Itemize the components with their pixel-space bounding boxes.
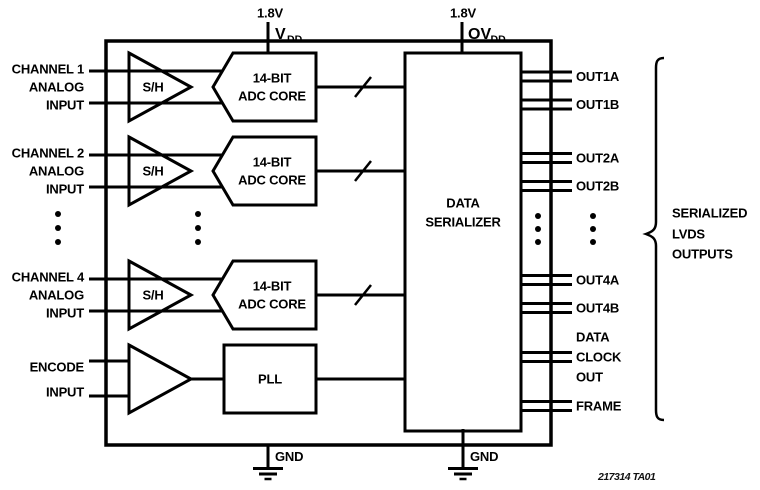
- channel-1-sample-hold-amp: [127, 50, 195, 124]
- ellipsis-dot: [590, 239, 596, 245]
- channel-1-adc-label-line2: ADC CORE: [238, 89, 306, 104]
- ellipsis-dot: [535, 226, 541, 232]
- data-serializer: DATA SERIALIZER: [403, 51, 523, 433]
- channel-2-adc-label-line2: ADC CORE: [238, 173, 306, 188]
- ovdd-pin-label: OV: [468, 26, 491, 43]
- lvds-outputs: OUT1A OUT1B OUT2A OUT2B OUT4A OUT4B DATA…: [521, 69, 622, 414]
- ground-left: GND: [253, 443, 303, 481]
- channel-1-label-line2: ANALOG: [29, 80, 84, 95]
- channel-1: CHANNEL 1 ANALOG INPUT S/H 14-BIT ADC CO…: [12, 50, 405, 124]
- channel-2-label-line1: CHANNEL 2: [12, 146, 84, 161]
- ellipsis-dot: [55, 225, 61, 231]
- ground-right: GND: [448, 429, 498, 481]
- out4a-label: OUT4A: [576, 273, 620, 288]
- vdd-pin-label: V: [275, 26, 286, 43]
- channel-4-adc-label-line1: 14-BIT: [253, 279, 292, 294]
- data-serializer-block: [403, 51, 523, 433]
- ground-right-label: GND: [470, 449, 498, 464]
- channel-1-amp-label: S/H: [142, 80, 163, 95]
- vdd-pin-subscript: DD: [287, 34, 303, 46]
- channel-2-adc-label-line1: 14-BIT: [253, 155, 292, 170]
- ovdd-voltage-label: 1.8V: [450, 6, 476, 21]
- out1a-label: OUT1A: [576, 69, 620, 84]
- ellipsis-dot: [55, 211, 61, 217]
- channel-4-label-line1: CHANNEL 4: [12, 270, 85, 285]
- outputs-group: SERIALIZED LVDS OUTPUTS: [642, 56, 747, 422]
- encode-buffer-amp: [127, 342, 195, 416]
- outputs-group-label-line1: SERIALIZED: [672, 206, 747, 221]
- ellipsis-dot: [535, 213, 541, 219]
- data-clock-label-line3: OUT: [576, 370, 603, 385]
- outputs-brace: [642, 56, 665, 422]
- out1b-label: OUT1B: [576, 97, 619, 112]
- channel-4-amp-label: S/H: [142, 288, 163, 303]
- ellipsis-dot: [195, 225, 201, 231]
- channel-4-adc-core-block: [211, 259, 318, 331]
- out2a-label: OUT2A: [576, 151, 620, 166]
- out4b-label: OUT4B: [576, 301, 619, 316]
- figure-id: 217314 TA01: [597, 471, 656, 483]
- ellipsis-dot: [590, 213, 596, 219]
- out2b-label: OUT2B: [576, 179, 619, 194]
- channel-4: CHANNEL 4 ANALOG INPUT S/H 14-BIT ADC CO…: [12, 258, 405, 332]
- pll-label: PLL: [258, 372, 282, 387]
- ellipsis-dot: [590, 226, 596, 232]
- outputs-group-label-line2: LVDS: [672, 227, 705, 242]
- ellipsis-dot: [195, 211, 201, 217]
- channel-2-label-line2: ANALOG: [29, 164, 84, 179]
- encode-label-line1: ENCODE: [30, 360, 85, 375]
- channel-4-adc-label-line2: ADC CORE: [238, 297, 306, 312]
- channel-1-bus-slash: [354, 76, 372, 98]
- data-clock-label-line2: CLOCK: [576, 350, 622, 365]
- channel-2-sample-hold-amp: [127, 134, 195, 208]
- channel-4-bus-slash: [354, 284, 372, 306]
- channel-4-label-line2: ANALOG: [29, 288, 84, 303]
- serializer-label-line1: DATA: [446, 196, 480, 211]
- channel-1-adc-core-block: [211, 51, 318, 123]
- ellipsis-dot: [55, 239, 61, 245]
- serializer-label-line2: SERIALIZER: [425, 215, 501, 230]
- encode-label-line2: INPUT: [46, 385, 84, 400]
- channel-1-adc-label-line1: 14-BIT: [253, 71, 292, 86]
- ovdd-supply: 1.8V OV DD: [450, 6, 507, 56]
- channel-2-label-line3: INPUT: [46, 182, 84, 197]
- ovdd-pin-subscript: DD: [491, 34, 507, 46]
- channel-2-bus-slash: [354, 160, 372, 182]
- channel-1-label-line3: INPUT: [46, 98, 84, 113]
- channel-ellipsis-dots: [55, 211, 596, 245]
- ellipsis-dot: [535, 239, 541, 245]
- vdd-supply: 1.8V V DD: [257, 6, 303, 56]
- encode-row: ENCODE INPUT PLL: [30, 342, 405, 416]
- ellipsis-dot: [195, 239, 201, 245]
- channel-1-label-line1: CHANNEL 1: [12, 62, 84, 77]
- frame-label: FRAME: [576, 399, 622, 414]
- channel-2-adc-core-block: [211, 135, 318, 207]
- outputs-group-label-line3: OUTPUTS: [672, 247, 733, 262]
- vdd-voltage-label: 1.8V: [257, 6, 283, 21]
- ground-left-label: GND: [275, 449, 303, 464]
- channel-4-sample-hold-amp: [127, 258, 195, 332]
- channel-2: CHANNEL 2 ANALOG INPUT S/H 14-BIT ADC CO…: [12, 134, 405, 208]
- channel-4-label-line3: INPUT: [46, 306, 84, 321]
- chip-boundary: [104, 39, 553, 447]
- channel-2-amp-label: S/H: [142, 164, 163, 179]
- data-clock-label-line1: DATA: [576, 330, 610, 345]
